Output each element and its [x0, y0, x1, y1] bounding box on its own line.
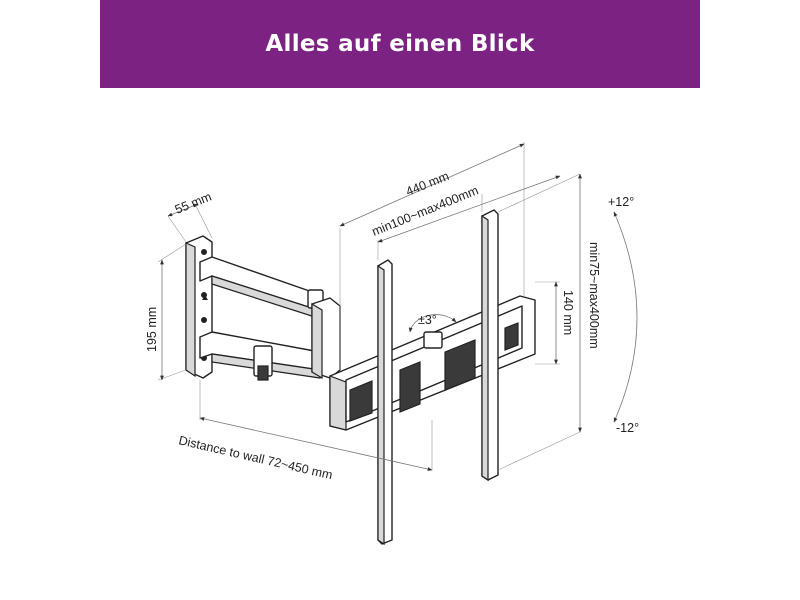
label-swivel: ±3°	[418, 313, 437, 327]
label-plate-height: 195 mm	[145, 307, 159, 352]
label-vesa-vertical: min75~max400mm	[587, 242, 601, 349]
dim-plate-depth: 55 mm	[167, 189, 214, 243]
banner-title: Alles auf einen Blick	[265, 31, 535, 57]
dim-frame-height: 140 mm	[535, 281, 575, 365]
dim-vesa-horizontal: min100~max400mm	[370, 175, 561, 260]
left-vertical-rail	[377, 259, 393, 546]
right-vertical-rail	[481, 209, 499, 482]
wall-plate	[185, 235, 213, 379]
label-distance-to-wall: Distance to wall 72~450 mm	[177, 433, 333, 482]
lower-arm	[199, 331, 321, 381]
upper-arm	[199, 256, 324, 319]
label-frame-height: 140 mm	[561, 290, 575, 335]
tilt-indicator: +12° -12°	[608, 195, 639, 435]
label-tilt-up: +12°	[608, 195, 634, 209]
center-joint	[311, 297, 341, 380]
dim-plate-height: 195 mm	[145, 243, 187, 381]
dim-vesa-vertical: min75~max400mm	[497, 173, 601, 471]
label-max-width: 440 mm	[404, 169, 451, 199]
header-banner: Alles auf einen Blick	[100, 0, 700, 88]
label-tilt-down: -12°	[616, 421, 639, 435]
label-plate-depth: 55 mm	[173, 189, 214, 216]
swivel-indicator: ±3°	[408, 313, 457, 333]
